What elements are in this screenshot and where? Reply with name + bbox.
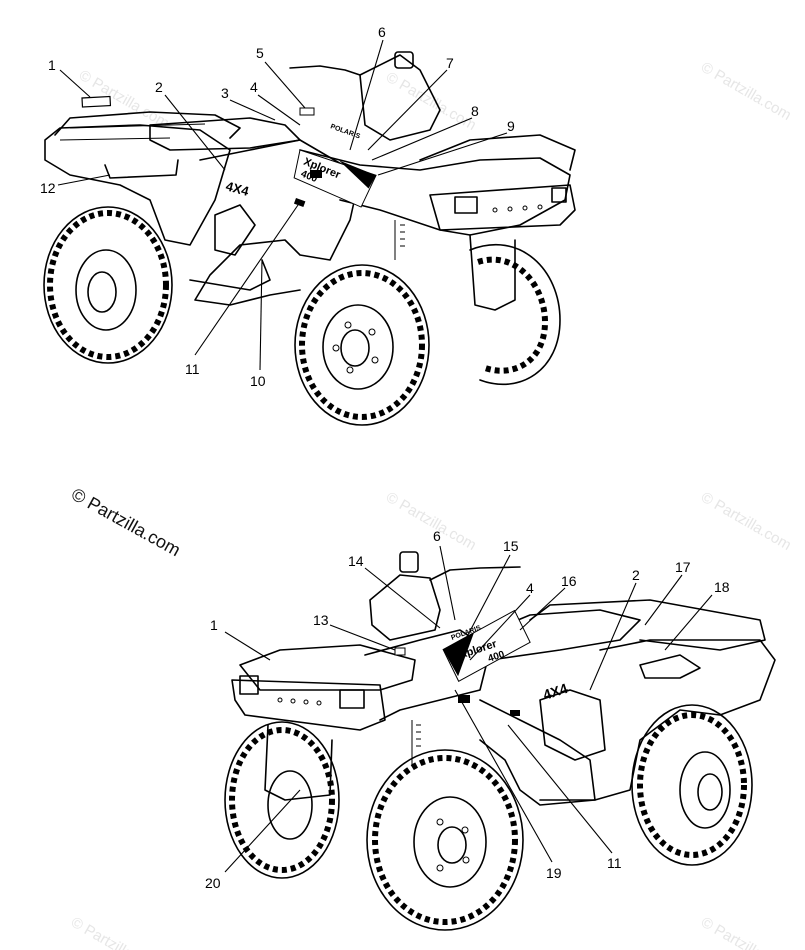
bottom-front-bumper (231, 679, 386, 731)
rear-rack (54, 111, 241, 139)
callout-11: 11 (607, 855, 622, 871)
bottom-front-fender (364, 629, 491, 721)
atv-top-illustration: Xplorer 400 POLARIS 4X4 (43, 51, 576, 426)
callout-14: 14 (348, 553, 364, 569)
callout-12: 12 (40, 180, 56, 196)
top-leaders (57, 39, 508, 371)
callout-7: 7 (446, 55, 454, 71)
callout-19: 19 (546, 865, 562, 881)
front-guard (469, 234, 516, 311)
handlebar (289, 65, 361, 76)
callout-6: 6 (433, 528, 441, 544)
front-right-wheel (294, 264, 430, 426)
callout-4: 4 (250, 79, 258, 95)
front-bumper (429, 184, 576, 231)
bottom-body-side (479, 699, 596, 806)
watermark: © Partzilla.com (698, 489, 794, 554)
body-side (194, 139, 361, 306)
watermark: © Partzilla.com (68, 914, 164, 950)
rear-left-wheel (43, 206, 173, 364)
headlight-pod (359, 54, 441, 141)
callout-10: 10 (250, 373, 266, 389)
callout-20: 20 (205, 875, 221, 891)
callout-17: 17 (675, 559, 691, 575)
brand-label: POLARIS (329, 123, 361, 140)
front-rack (419, 134, 576, 171)
seat (149, 117, 301, 151)
bottom-leaders (224, 545, 713, 873)
atv-bottom-illustration: Xplorer 400 POLARIS 4X4 (224, 551, 776, 931)
top-callouts: 1 2 3 4 5 6 7 8 9 12 11 10 (40, 24, 515, 389)
callout-15: 15 (503, 538, 519, 554)
copyright-text: © Partzilla.com (68, 484, 184, 560)
callout-18: 18 (714, 579, 730, 595)
callout-1: 1 (210, 617, 218, 633)
callout-6: 6 (378, 24, 386, 40)
front-left-wheel (469, 244, 561, 386)
watermark: © Partzilla.com (698, 914, 794, 950)
bottom-front-guard (264, 724, 333, 801)
callout-3: 3 (221, 85, 229, 101)
bottom-rear-rack (529, 599, 766, 651)
callout-2: 2 (155, 79, 163, 95)
callout-5: 5 (256, 45, 264, 61)
bottom-rear-fender (539, 639, 776, 801)
callout-9: 9 (507, 118, 515, 134)
callout-11: 11 (185, 361, 200, 377)
bottom-badge-4x4: 4X4 (541, 680, 570, 703)
callout-13: 13 (313, 612, 329, 628)
callout-2: 2 (632, 567, 640, 583)
callout-8: 8 (471, 103, 479, 119)
tank-decal: Xplorer 400 (293, 149, 377, 208)
watermark: © Partzilla.com (383, 489, 479, 554)
bottom-rear-wheel (631, 704, 753, 866)
callout-1: 1 (48, 57, 56, 73)
bottom-handlebar (429, 566, 521, 581)
badge-4x4: 4X4 (224, 178, 251, 199)
front-fender (299, 149, 571, 236)
bottom-model-number: 400 (487, 649, 507, 665)
watermark: © Partzilla.com (698, 59, 794, 124)
bottom-tank-decal: Xplorer 400 (442, 609, 531, 682)
bottom-callouts: 1 13 14 6 15 4 16 2 17 18 20 19 11 (205, 528, 730, 891)
callout-16: 16 (561, 573, 577, 589)
bottom-headlight-pod (369, 574, 441, 641)
bottom-front-right-wheel (224, 721, 340, 879)
watermarks: © Partzilla.com © Partzilla.com © Partzi… (68, 59, 794, 950)
watermark: © Partzilla.com (383, 69, 479, 134)
bottom-front-rack (239, 644, 416, 691)
bottom-front-left-wheel (366, 749, 524, 931)
rear-fender (44, 124, 231, 246)
callout-4: 4 (526, 580, 534, 596)
